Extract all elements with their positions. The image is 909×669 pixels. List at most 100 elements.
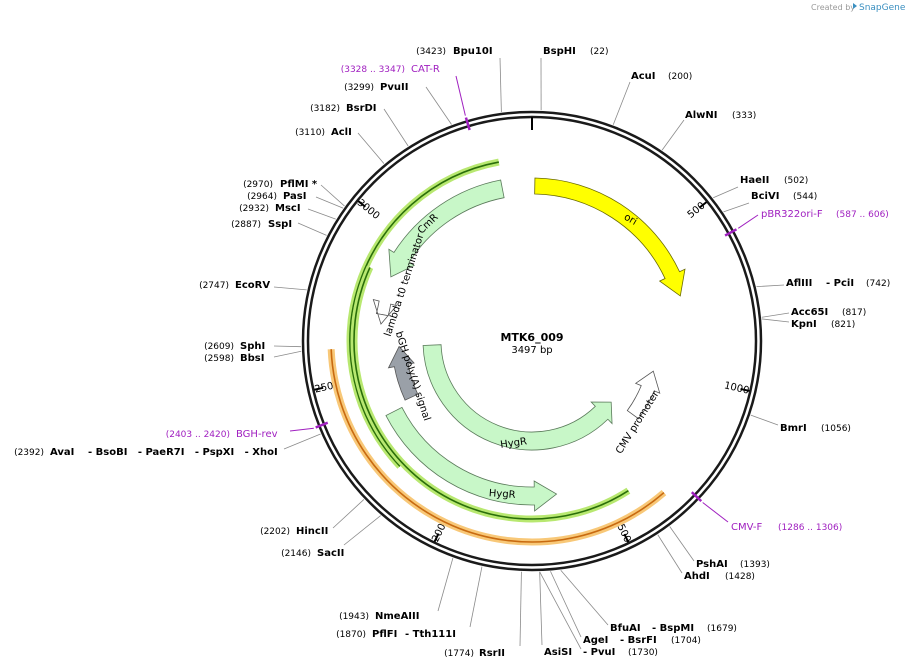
primer-leader-cmv-f bbox=[702, 502, 729, 523]
tick-label-1000: 1000 bbox=[723, 380, 750, 396]
feature-hygr-inner-label[interactable]: HygR bbox=[500, 436, 528, 451]
site-pasi-name[interactable]: PasI bbox=[283, 191, 306, 202]
leader-haeii bbox=[713, 186, 739, 199]
site-ahdi-name[interactable]: AhdI bbox=[684, 571, 710, 582]
tick-1000 bbox=[740, 387, 750, 392]
site-afliii-extra[interactable]: - PciI bbox=[826, 278, 854, 289]
site-bmri-pos: (1056) bbox=[821, 424, 851, 434]
primer-bgh-rev-range: (2403 .. 2420) bbox=[166, 430, 230, 440]
site-bcivi-name[interactable]: BciVI bbox=[751, 191, 779, 202]
site-sspi-name[interactable]: SspI bbox=[268, 219, 292, 230]
primer-cat-r-name[interactable]: CAT-R bbox=[411, 64, 440, 75]
leader-nmeaiii bbox=[437, 557, 454, 612]
primer-leader-cat-r bbox=[455, 75, 466, 116]
site-acui-name[interactable]: AcuI bbox=[631, 71, 656, 82]
feature-hygr-outer-label[interactable]: HygR bbox=[488, 488, 515, 501]
feature-cmr[interactable] bbox=[388, 179, 505, 278]
site-rsrii-name[interactable]: RsrII bbox=[479, 648, 505, 659]
leader-acli bbox=[357, 132, 385, 164]
site-pflfi-extra[interactable]: - Tth111I bbox=[405, 629, 456, 640]
site-pflmi-name[interactable]: PflMI * bbox=[280, 179, 318, 190]
leader-msci bbox=[307, 208, 336, 220]
leader-asisi bbox=[539, 571, 543, 646]
site-bcivi-pos: (544) bbox=[793, 192, 817, 202]
feature-hygr-inner[interactable] bbox=[422, 344, 613, 451]
site-avai-name[interactable]: AvaI bbox=[50, 447, 74, 458]
site-bmri-name[interactable]: BmrI bbox=[780, 423, 807, 434]
primer-mark-bgh-rev bbox=[315, 421, 329, 429]
site-pvuii-pos: (3299) bbox=[344, 83, 374, 93]
primer-cmv-f-name[interactable]: CMV-F bbox=[731, 522, 762, 533]
site-nmeaiii-name[interactable]: NmeAIII bbox=[375, 611, 419, 622]
primer-leader-pbr322ori-f bbox=[737, 214, 759, 229]
primers: (3328 .. 3347) CAT-R pBR322ori-F (587 ..… bbox=[166, 64, 889, 533]
site-pvui-name[interactable]: - PvuI bbox=[583, 647, 615, 658]
site-hincii-name[interactable]: HincII bbox=[296, 526, 328, 537]
leader-pshai bbox=[669, 526, 695, 562]
site-haeii-name[interactable]: HaeII bbox=[740, 175, 769, 186]
feature-cmv-promoter[interactable] bbox=[626, 370, 661, 420]
site-pshai-pos: (1393) bbox=[740, 560, 770, 570]
plasmid-name: MTK6_009 bbox=[500, 331, 563, 344]
orf-cmr-line bbox=[349, 161, 499, 467]
site-pshai-name[interactable]: PshAI bbox=[696, 559, 728, 570]
site-acc65i-name[interactable]: Acc65I bbox=[791, 307, 828, 318]
site-sacii-name[interactable]: SacII bbox=[317, 548, 344, 559]
site-bfuai-name[interactable]: BfuAI bbox=[610, 623, 641, 634]
site-bfuai-extra[interactable]: - BspMI bbox=[652, 623, 694, 634]
site-pflfi-name[interactable]: PflFI bbox=[372, 629, 397, 640]
site-acli-name[interactable]: AclI bbox=[331, 127, 352, 138]
leader-acui bbox=[612, 81, 631, 125]
site-alwni-name[interactable]: AlwNI bbox=[685, 110, 718, 121]
site-bbsi-pos: (2598) bbox=[204, 354, 234, 364]
site-pflmi-pos: (2970) bbox=[243, 180, 273, 190]
primer-pbr322ori-f-name[interactable]: pBR322ori-F bbox=[761, 209, 823, 220]
site-sphi-name[interactable]: SphI bbox=[240, 341, 265, 352]
site-kpni-name[interactable]: KpnI bbox=[791, 319, 817, 330]
primer-cat-r-range: (3328 .. 3347) bbox=[341, 65, 405, 75]
site-pvui-pos: (1730) bbox=[628, 648, 658, 658]
feature-lambda-t0[interactable] bbox=[372, 298, 398, 325]
leader-bpu10i bbox=[499, 57, 502, 113]
site-avai-extra[interactable]: - BsoBI - PaeR7I - PspXI - XhoI bbox=[88, 447, 278, 458]
feature-ori[interactable] bbox=[534, 177, 686, 297]
site-pasi-pos: (2964) bbox=[247, 192, 277, 202]
site-bpu10i-name[interactable]: Bpu10I bbox=[453, 46, 493, 57]
leader-alwni bbox=[661, 119, 685, 151]
tick-3000 bbox=[357, 200, 366, 208]
site-bbsi-name[interactable]: BbsI bbox=[240, 353, 264, 364]
site-afliii-name[interactable]: AflIII bbox=[786, 278, 812, 289]
site-bsphi-name[interactable]: BspHI bbox=[543, 46, 576, 57]
leader-bbsi bbox=[273, 350, 302, 358]
site-msci-name[interactable]: MscI bbox=[275, 203, 301, 214]
site-bfuai-pos: (1679) bbox=[707, 624, 737, 634]
leader-rsrii bbox=[519, 571, 522, 647]
leader-pvuii bbox=[425, 86, 452, 125]
leader-bmri bbox=[750, 414, 779, 426]
leader-pasi bbox=[315, 196, 344, 209]
site-pvuii-name[interactable]: PvuII bbox=[380, 82, 408, 93]
site-ecorv-name[interactable]: EcoRV bbox=[235, 280, 270, 291]
site-bsphi-pos: (22) bbox=[590, 47, 608, 57]
feature-bgh-polya[interactable] bbox=[387, 345, 419, 401]
leader-avai bbox=[283, 433, 321, 450]
primer-mark-cmv-f bbox=[690, 491, 703, 503]
leader-hincii bbox=[332, 499, 365, 529]
site-agei-name[interactable]: AgeI bbox=[583, 635, 608, 646]
site-bsrdi-name[interactable]: BsrDI bbox=[346, 103, 377, 114]
primer-bgh-rev-name[interactable]: BGH-rev bbox=[236, 429, 278, 440]
leader-bcivi bbox=[723, 202, 750, 213]
backbone-outer-strand bbox=[301, 110, 763, 572]
tick-2500 bbox=[314, 386, 324, 391]
primer-mark-pbr322ori-f bbox=[724, 228, 738, 237]
site-asisi-name[interactable]: AsiSI bbox=[544, 647, 572, 658]
tick-1500 bbox=[623, 533, 630, 543]
tick-2000 bbox=[433, 533, 440, 543]
features bbox=[327, 158, 686, 546]
site-pflfi-pos: (1870) bbox=[336, 630, 366, 640]
site-agei-extra[interactable]: - BsrFI bbox=[620, 635, 657, 646]
tick-label-3000: 3000 bbox=[355, 197, 382, 222]
leader-agei bbox=[550, 571, 582, 638]
site-bpu10i-pos: (3423) bbox=[416, 47, 446, 57]
feature-hygr-outer[interactable] bbox=[385, 406, 558, 512]
